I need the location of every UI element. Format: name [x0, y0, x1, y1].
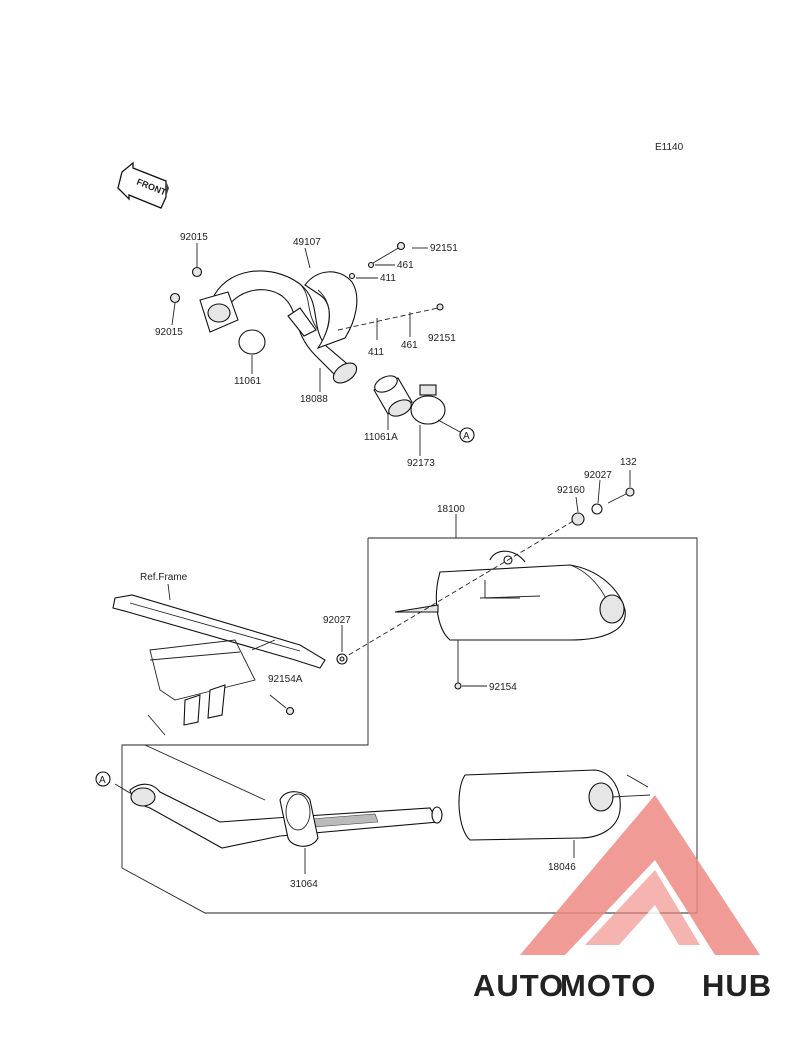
label-132: 132	[620, 457, 637, 468]
label-92151-upper: 92151	[430, 243, 458, 254]
automotohub-logo-icon	[520, 795, 760, 955]
wordmark-moto: MOTO	[560, 968, 656, 1003]
label-92160: 92160	[557, 485, 585, 496]
label-411-lower: 411	[368, 347, 384, 358]
header-pipe-18088	[211, 270, 358, 384]
label-49107: 49107	[293, 237, 321, 248]
silencer-pipe-31064	[129, 783, 443, 849]
grommet-92160	[571, 512, 585, 526]
label-92027-frame: 92027	[323, 615, 351, 626]
callout-a-upper-label: A	[463, 431, 470, 442]
sleeve-11061A	[373, 375, 413, 417]
washer-92027-silencer	[591, 503, 603, 515]
label-461-lower: 461	[401, 340, 418, 351]
label-11061A: 11061A	[364, 432, 398, 443]
label-92154: 92154	[489, 682, 517, 693]
wordmark-hub: HUB	[702, 968, 772, 1003]
bolt-92151-lower	[436, 303, 444, 311]
bolt-92151-upper	[372, 241, 406, 264]
label-461-upper: 461	[397, 260, 414, 271]
label-18046: 18046	[548, 862, 576, 873]
callout-a-lower	[95, 771, 111, 787]
nut-92015-lower	[169, 292, 181, 304]
front-arrow-icon: FRONT	[117, 161, 169, 209]
washer-461-upper	[367, 261, 375, 269]
ref-frame-label: Ref.Frame	[140, 572, 188, 583]
label-411-upper: 411	[380, 273, 396, 284]
label-92173: 92173	[407, 458, 435, 469]
bolt-92154	[454, 682, 462, 690]
automotohub-wordmark: AUTO MOTO HUB	[473, 968, 772, 1003]
wordmark-auto: AUTO	[473, 968, 564, 1003]
silencer-assembly-outline	[121, 537, 698, 914]
label-92015-upper: 92015	[180, 232, 208, 243]
label-18088: 18088	[300, 394, 328, 405]
label-92154A: 92154A	[268, 674, 303, 685]
clamp-92173	[410, 384, 463, 434]
nut-92015-upper	[191, 266, 203, 278]
bolt-92154A	[285, 706, 295, 716]
callout-a-lower-label: A	[99, 775, 106, 786]
header-flange	[199, 291, 239, 333]
heat-guard-49107	[287, 271, 358, 350]
callout-a-upper	[459, 427, 475, 443]
reference-frame	[112, 594, 326, 736]
label-11061: 11061	[234, 376, 262, 387]
gasket-11061	[238, 329, 266, 355]
label-92027-silencer: 92027	[584, 470, 612, 481]
bolt-132	[607, 487, 635, 504]
silencer-18100	[394, 550, 626, 641]
collar-411-upper	[348, 272, 356, 280]
silencer-body-18046	[458, 769, 651, 841]
label-92015-lower: 92015	[155, 327, 183, 338]
label-92151-lower: 92151	[428, 333, 456, 344]
label-18100: 18100	[437, 504, 465, 515]
label-31064: 31064	[290, 879, 318, 890]
diagram-code: E1140	[655, 142, 684, 153]
